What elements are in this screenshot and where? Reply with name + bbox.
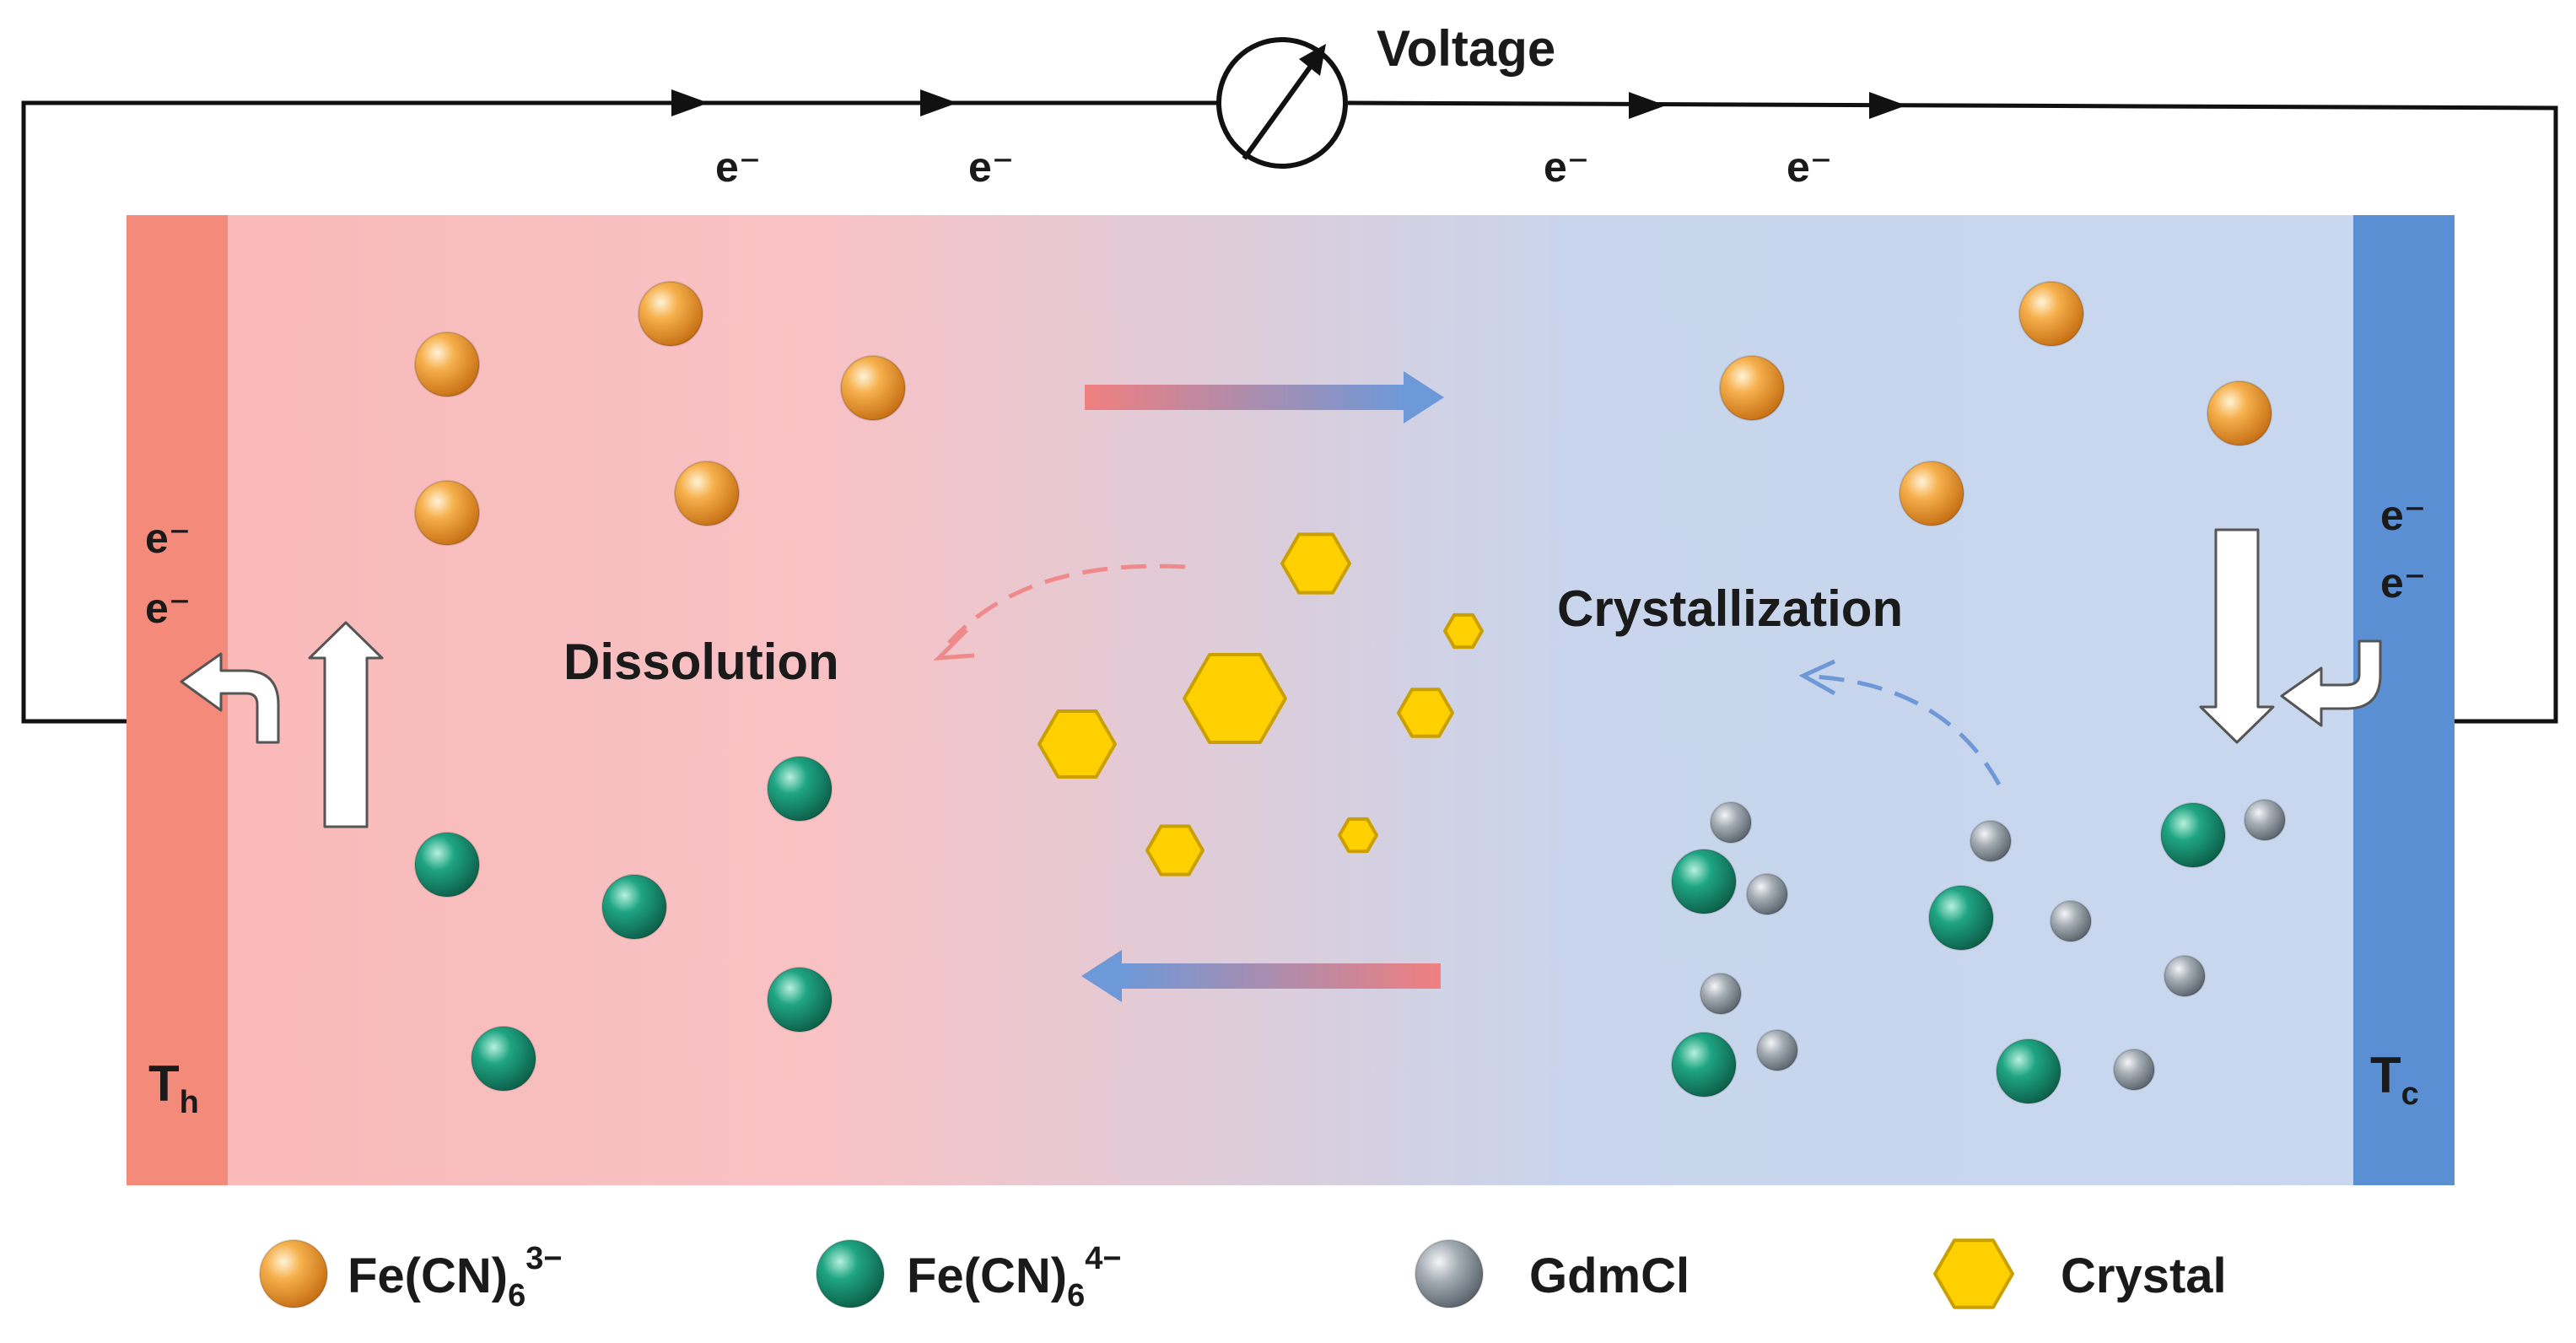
fe3-ion bbox=[2207, 380, 2272, 446]
electron-label: e⁻ bbox=[2380, 492, 2426, 539]
legend-fe4-icon bbox=[816, 1239, 885, 1308]
fe4-ion bbox=[1671, 1032, 1737, 1098]
electron-flow-arrows bbox=[671, 89, 1906, 119]
crystallization-arrow bbox=[1798, 659, 2002, 786]
fe4-ion bbox=[2160, 802, 2226, 868]
electron-label: e⁻ bbox=[145, 585, 191, 632]
cold-temperature-label: Tc bbox=[2370, 1047, 2419, 1112]
dissolution-arrow bbox=[933, 564, 1186, 661]
crystal-particle bbox=[1037, 709, 1117, 779]
gdmcl-particle bbox=[1700, 973, 1742, 1015]
electron-uptake-arrows bbox=[2199, 528, 2382, 744]
voltage-label: Voltage bbox=[1377, 20, 1555, 77]
gdmcl-particle bbox=[1970, 820, 2012, 862]
gdmcl-particle bbox=[2244, 799, 2286, 841]
fe4-ion bbox=[1996, 1038, 2061, 1104]
gdmcl-particle bbox=[2050, 900, 2092, 942]
electron-label: e⁻ bbox=[1786, 143, 1832, 191]
gdmcl-particle bbox=[2113, 1049, 2155, 1091]
convection-arrow-left bbox=[1081, 950, 1441, 1002]
legend: Fe(CN)63− Fe(CN)64− GdmCl Crystal bbox=[259, 1238, 2227, 1313]
dissolution-label: Dissolution bbox=[563, 634, 839, 690]
fe4-ion bbox=[767, 967, 833, 1033]
fe4-ion bbox=[414, 832, 480, 898]
crystal-particle bbox=[1338, 817, 1378, 854]
convection-arrow-right bbox=[1085, 371, 1444, 423]
wire-arrowhead bbox=[1869, 92, 1906, 119]
legend-label: GdmCl bbox=[1529, 1249, 1689, 1303]
electron-release-arrows bbox=[180, 621, 384, 828]
gdmcl-particle bbox=[1756, 1029, 1798, 1071]
legend-item-gdmcl: GdmCl bbox=[1415, 1239, 1689, 1308]
crystal-particle bbox=[1280, 532, 1351, 595]
fe3-ion bbox=[840, 355, 906, 421]
gdmcl-particle bbox=[1710, 801, 1752, 844]
fe3-ion bbox=[638, 281, 703, 347]
hot-temperature-label: Th bbox=[148, 1055, 199, 1120]
particle-layer bbox=[414, 281, 2286, 1104]
crystal-particle bbox=[1145, 824, 1204, 876]
legend-fe3-icon bbox=[259, 1239, 328, 1308]
legend-gdmcl-icon bbox=[1415, 1239, 1484, 1308]
fe4-ion bbox=[471, 1026, 536, 1092]
wire-arrowhead bbox=[1629, 92, 1666, 119]
fe3-ion bbox=[1899, 461, 1964, 526]
electron-label: e⁻ bbox=[1544, 143, 1589, 191]
fe4-ion bbox=[601, 874, 667, 940]
electrolyte-cell bbox=[127, 215, 2455, 1185]
wire-arrowhead bbox=[920, 89, 957, 116]
fe3-ion bbox=[1719, 355, 1785, 421]
electron-label: e⁻ bbox=[968, 143, 1014, 191]
legend-label: Fe(CN)64− bbox=[907, 1241, 1122, 1313]
fe3-ion bbox=[414, 480, 480, 546]
crystallization-label: Crystallization bbox=[1557, 580, 1903, 637]
legend-item-fe3: Fe(CN)63− bbox=[259, 1239, 563, 1313]
crystal-particle bbox=[1183, 653, 1287, 744]
legend-label: Fe(CN)63− bbox=[348, 1241, 563, 1313]
electron-label: e⁻ bbox=[2380, 559, 2426, 607]
fe3-ion bbox=[2018, 281, 2084, 347]
fe3-ion bbox=[414, 332, 480, 397]
circuit-wire bbox=[21, 100, 2558, 724]
fe4-ion bbox=[1928, 885, 1994, 951]
fe4-ion bbox=[767, 756, 833, 822]
legend-item-crystal: Crystal bbox=[1933, 1238, 2227, 1309]
wire-arrowhead bbox=[671, 89, 709, 116]
gdmcl-particle bbox=[2164, 955, 2206, 997]
fe3-ion bbox=[674, 461, 740, 526]
legend-label: Crystal bbox=[2061, 1249, 2227, 1303]
legend-item-fe4: Fe(CN)64− bbox=[816, 1239, 1122, 1313]
voltmeter-icon bbox=[1216, 37, 1348, 169]
fe4-ion bbox=[1671, 849, 1737, 914]
electron-label: e⁻ bbox=[715, 143, 761, 191]
crystal-particle bbox=[1443, 612, 1484, 650]
crystal-particle bbox=[1397, 688, 1454, 738]
electron-label: e⁻ bbox=[145, 515, 191, 562]
gdmcl-particle bbox=[1746, 873, 1788, 915]
legend-crystal-icon bbox=[1933, 1238, 2014, 1309]
